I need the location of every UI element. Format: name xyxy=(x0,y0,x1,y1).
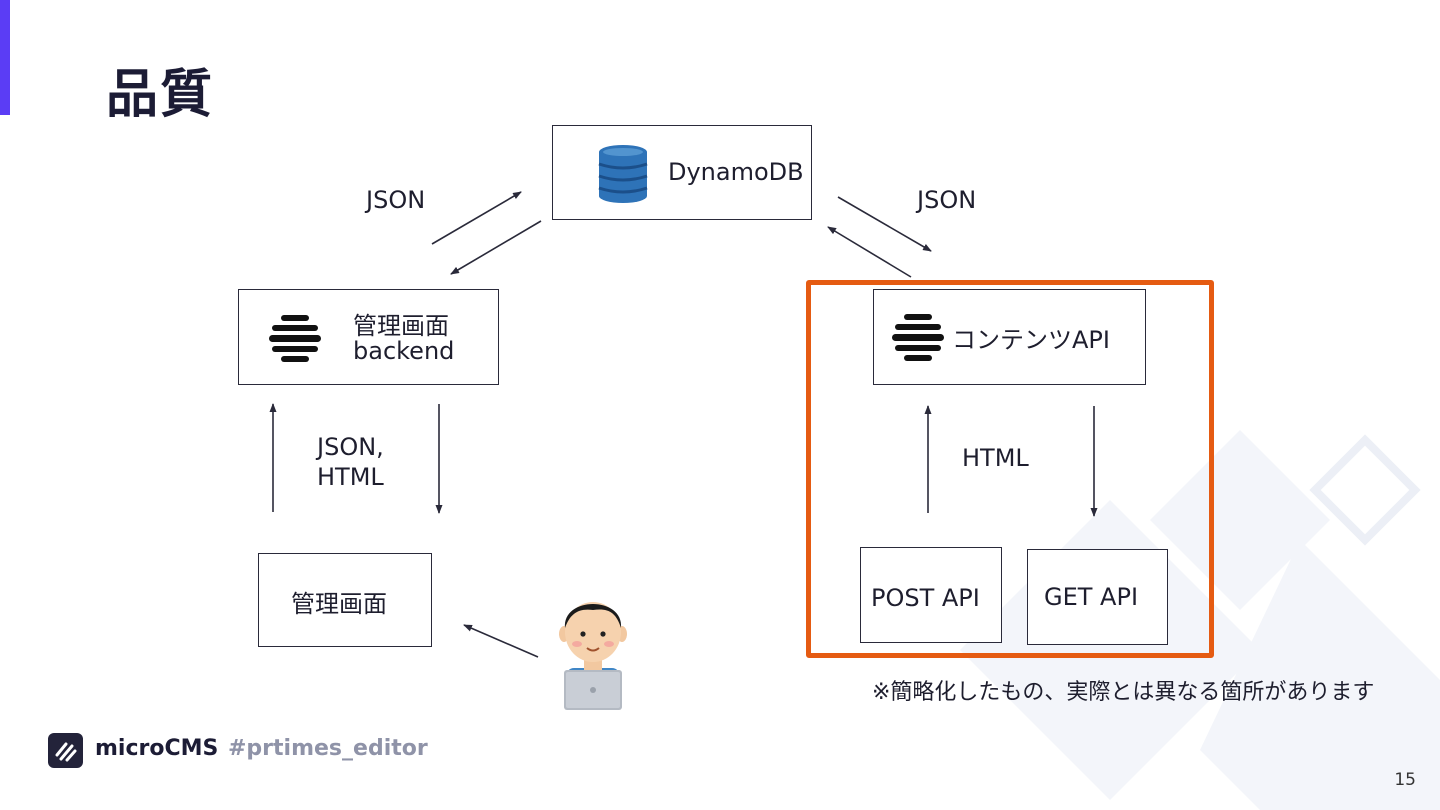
admin-screen-label: 管理画面 xyxy=(291,590,387,618)
admin-screen-node: 管理画面 xyxy=(258,553,432,647)
edge-label-left-mid-line2: HTML xyxy=(317,463,384,491)
dynamodb-label: DynamoDB xyxy=(668,158,804,186)
user-with-laptop-icon xyxy=(559,602,627,710)
arrow-dynamodb-to-backend xyxy=(450,220,542,275)
dynamodb-icon xyxy=(598,145,648,203)
microcms-logo-icon xyxy=(48,733,83,768)
admin-backend-node: 管理画面 backend xyxy=(238,289,499,385)
content-api-label: コンテンツAPI xyxy=(952,326,1110,354)
edge-label-left-top: JSON xyxy=(366,186,426,214)
admin-backend-label-line1: 管理画面 xyxy=(353,312,449,340)
footer-hashtag: #prtimes_editor xyxy=(228,736,428,761)
arrow-user-to-admin xyxy=(463,624,539,658)
edge-label-right-top: JSON xyxy=(917,186,977,214)
footer-brand: microCMS xyxy=(95,736,219,761)
page-title: 品質 xyxy=(106,65,215,125)
microcms-stack-icon xyxy=(892,314,944,361)
arrow-backend-to-dynamodb xyxy=(431,191,522,245)
edge-label-left-mid-line1: JSON, xyxy=(317,433,384,461)
content-api-node: コンテンツAPI xyxy=(873,289,1146,385)
arrow-contentapi-to-dynamodb xyxy=(827,226,912,278)
admin-backend-label-line2: backend xyxy=(353,337,455,365)
page-number: 15 xyxy=(1394,770,1416,790)
disclaimer-note: ※簡略化したもの、実際とは異なる箇所があります xyxy=(872,680,1375,705)
arrow-dynamodb-to-contentapi xyxy=(837,196,932,252)
microcms-stack-icon xyxy=(269,315,321,362)
title-accent-bar xyxy=(0,0,10,115)
post-api-label: POST API xyxy=(871,584,980,612)
get-api-node: GET API xyxy=(1027,549,1168,645)
dynamodb-node: DynamoDB xyxy=(552,125,812,220)
edge-label-right-mid: HTML xyxy=(962,444,1029,472)
content-api-highlight-frame xyxy=(806,280,1214,658)
post-api-node: POST API xyxy=(860,547,1002,643)
get-api-label: GET API xyxy=(1044,583,1139,611)
